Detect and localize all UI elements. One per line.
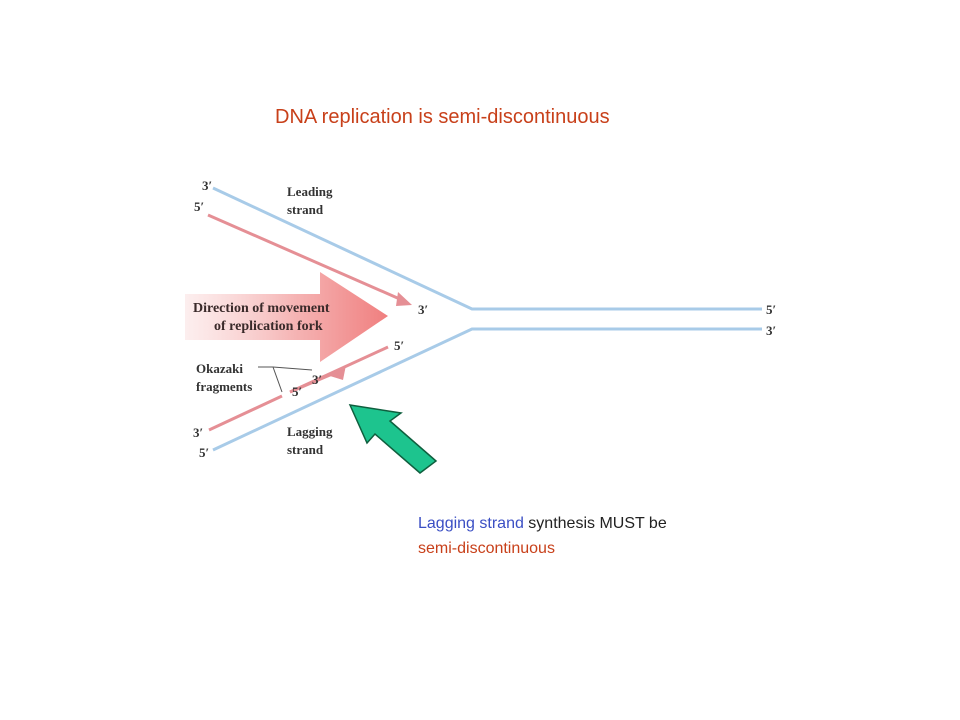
fork-direction-arrow <box>185 272 388 362</box>
slide-title: DNA replication is semi-discontinuous <box>275 106 610 128</box>
caption: Lagging strand synthesis MUST be semi-di… <box>418 511 667 561</box>
okazaki-pointer-line-2 <box>272 366 313 371</box>
end-label-okazaki-3: 3′ <box>312 372 322 387</box>
end-label-okazaki-5a: 5′ <box>394 338 404 353</box>
okazaki-pointer-lines <box>258 366 283 393</box>
pointer-arrow <box>348 404 438 474</box>
end-label-bottom-left-3: 3′ <box>193 425 203 440</box>
lagging-label-line1: Lagging <box>287 424 333 439</box>
fork-label-line2: of replication fork <box>214 319 323 334</box>
caption-synthesis-text: synthesis MUST be <box>523 515 667 532</box>
leading-strand-arrowhead <box>396 292 412 306</box>
end-label-top-left-5: 5′ <box>194 199 204 214</box>
parental-strand-top <box>212 186 762 311</box>
end-label-okazaki-5b: 5′ <box>292 384 302 399</box>
end-label-bottom-left-5: 5′ <box>199 445 209 460</box>
okazaki-arrowhead <box>330 365 346 380</box>
caption-lagging-strand: Lagging strand <box>418 515 524 532</box>
leading-label-line2: strand <box>287 202 324 217</box>
okazaki-label-line2: fragments <box>196 379 252 394</box>
end-label-top-left-3: 3′ <box>202 178 212 193</box>
lagging-label-line2: strand <box>287 442 324 457</box>
leading-strand-new <box>207 213 403 302</box>
caption-line1: Lagging strand synthesis MUST be <box>418 511 667 536</box>
okazaki-fragment-2 <box>208 394 283 432</box>
okazaki-label-line1: Okazaki <box>196 361 243 376</box>
end-label-right-top-5: 5′ <box>766 302 776 317</box>
end-label-leading-3: 3′ <box>418 302 428 317</box>
parental-strand-bottom <box>212 327 762 452</box>
okazaki-fragment-1b <box>289 370 338 394</box>
leading-label-line1: Leading <box>287 184 333 199</box>
fork-label-line1: Direction of movement <box>193 301 330 316</box>
caption-semi-discontinuous: semi-discontinuous <box>418 540 555 557</box>
end-label-right-bottom-3: 3′ <box>766 323 776 338</box>
